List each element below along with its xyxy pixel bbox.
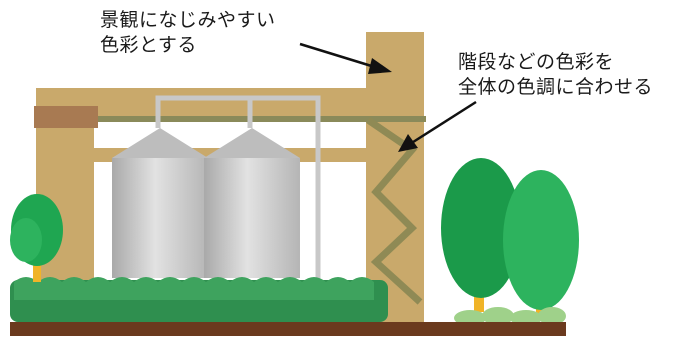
callout-landscape-line1: 景観になじみやすい (100, 9, 276, 31)
callout-stairs-color: 階段などの色彩を 全体の色調に合わせる (458, 50, 653, 100)
ground-strip (10, 322, 566, 336)
silo-left (112, 128, 208, 278)
beam-band (98, 116, 426, 122)
dark-beam-end (34, 106, 98, 128)
hedge (10, 277, 388, 322)
right-tree-1 (441, 158, 521, 312)
arrow-to-tower (299, 42, 392, 74)
tower (366, 32, 424, 322)
callout-landscape-line2: 色彩とする (100, 34, 197, 56)
right-tree-2 (503, 170, 579, 314)
small-tree (10, 194, 63, 282)
callout-landscape-color: 景観になじみやすい 色彩とする (100, 8, 276, 58)
pipework (155, 95, 321, 278)
silo-right (204, 128, 300, 278)
callout-stairs-line2: 全体の色調に合わせる (458, 76, 654, 98)
callout-stairs-line1: 階段などの色彩を (458, 51, 615, 73)
arrow-to-stairs (398, 100, 477, 152)
